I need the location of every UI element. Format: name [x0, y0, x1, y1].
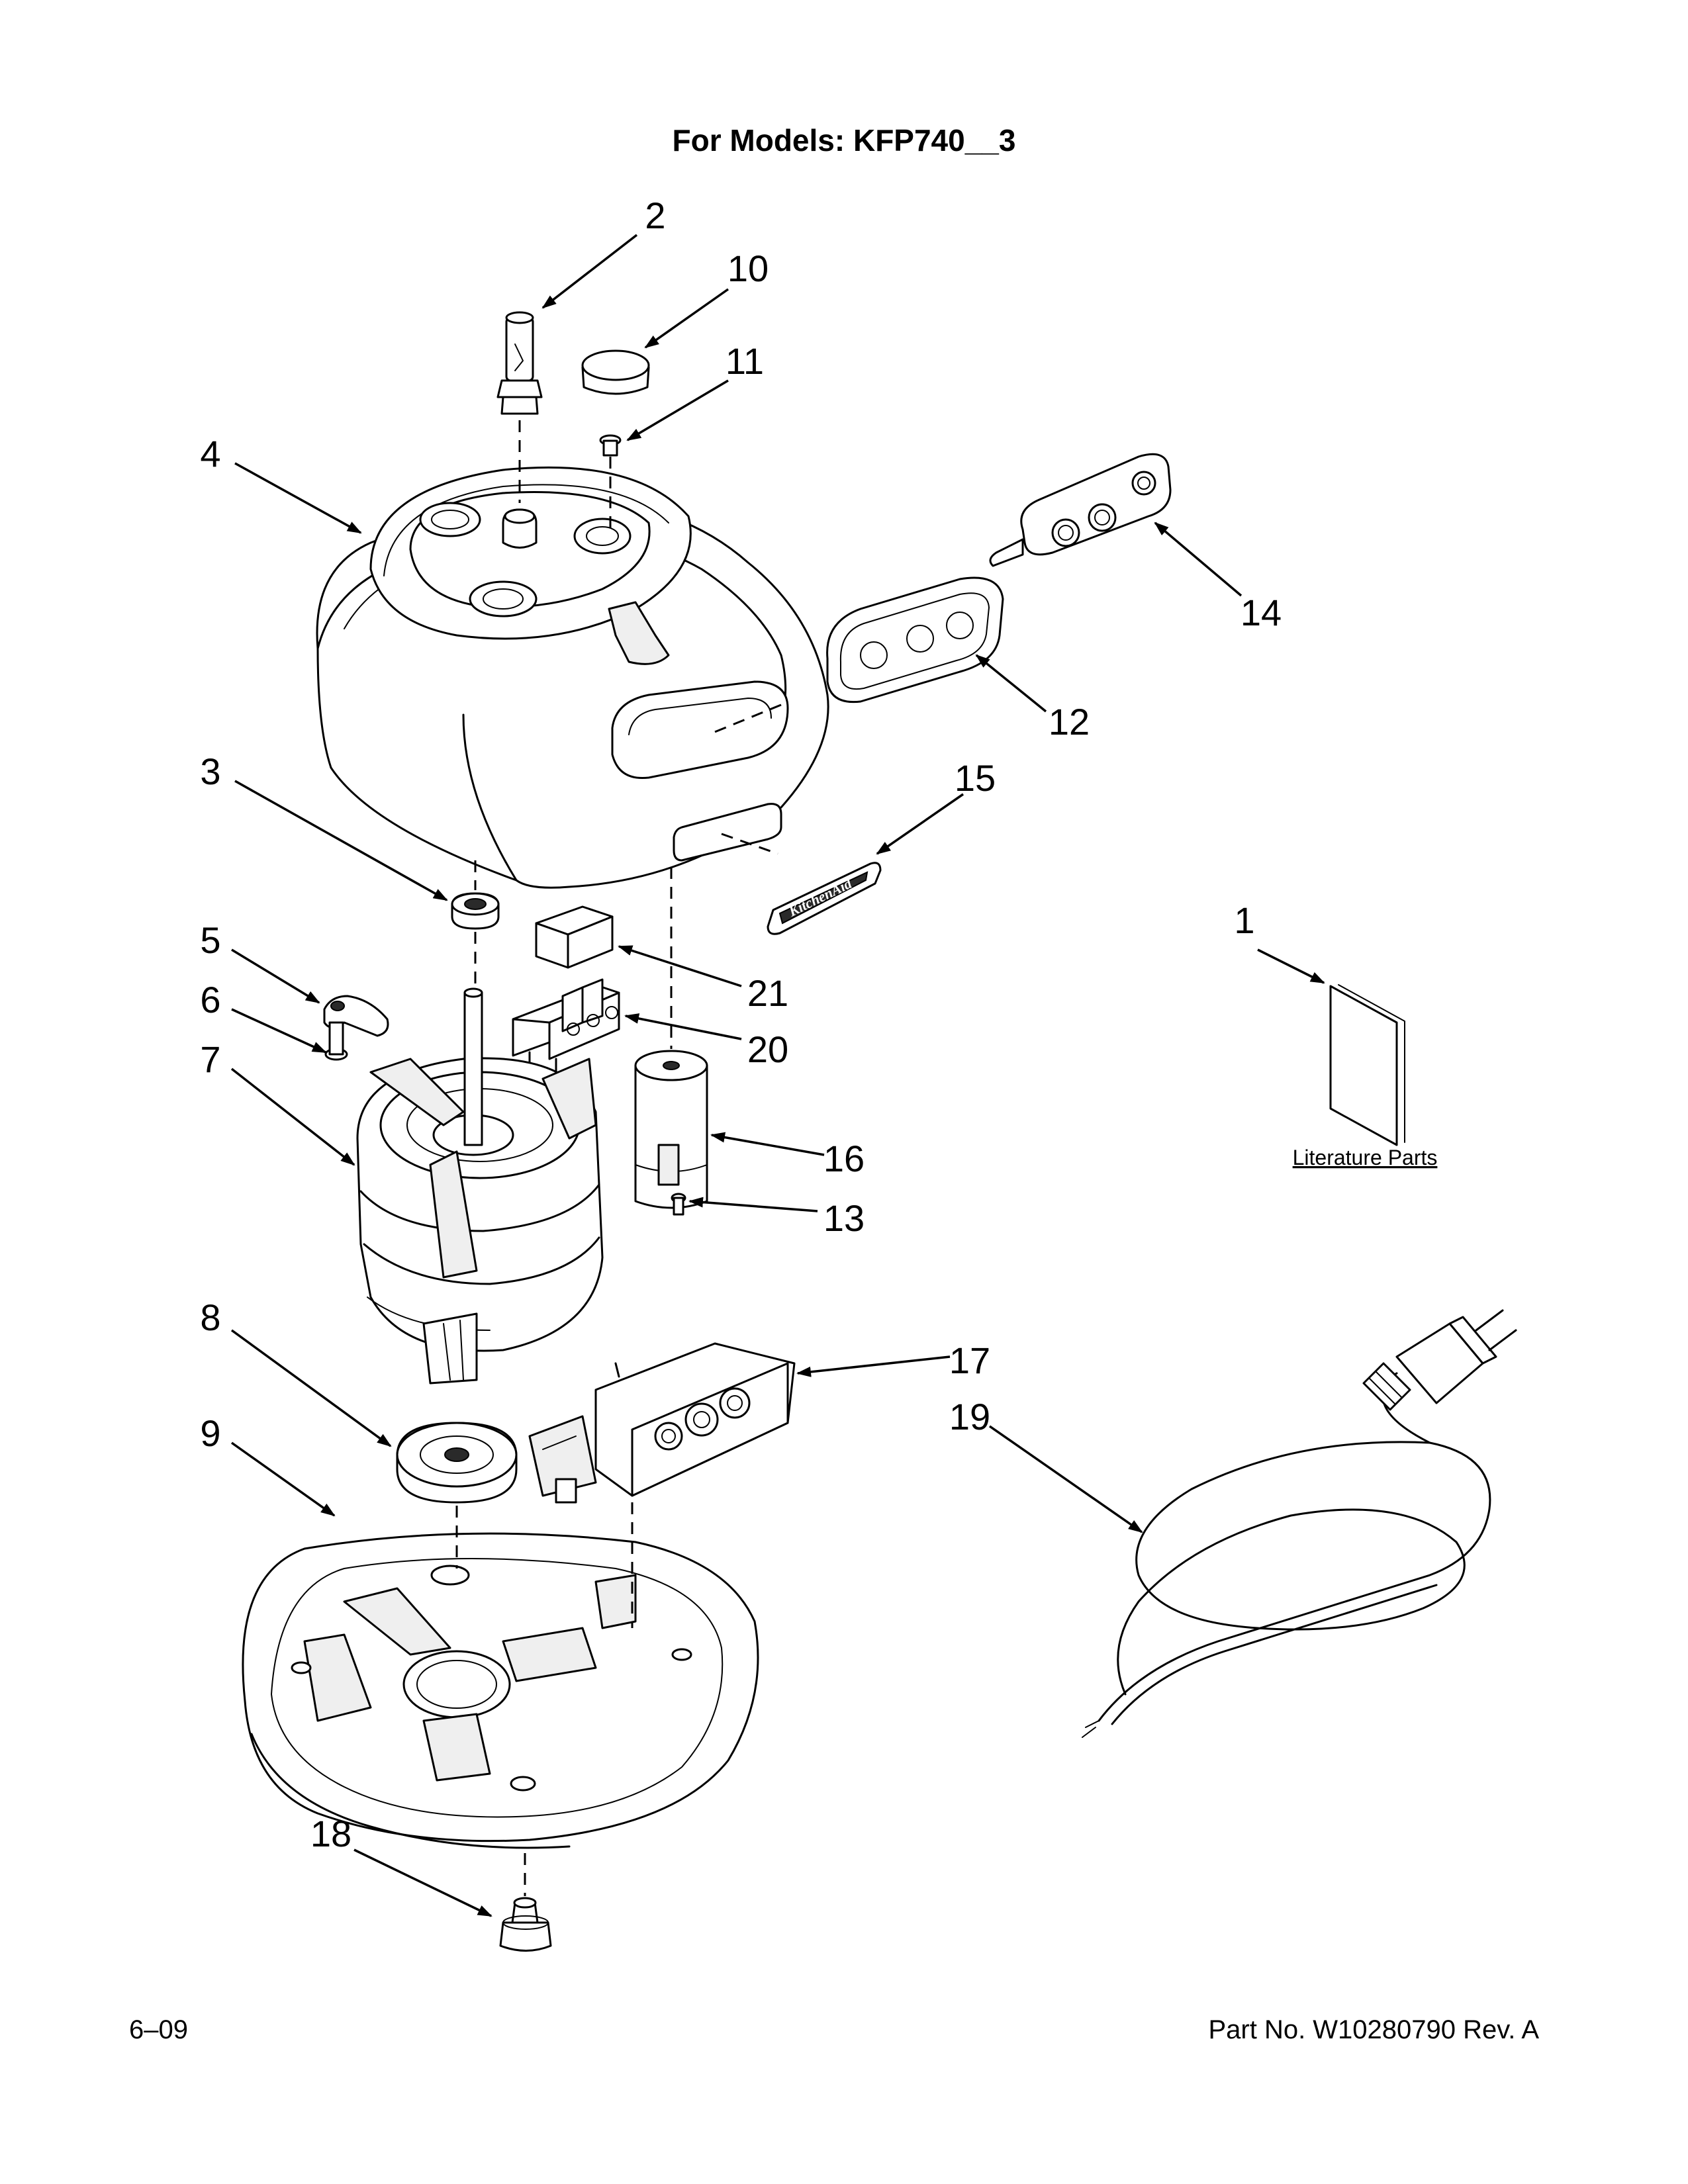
part-4-housing — [316, 466, 829, 889]
part-11-screw — [599, 434, 622, 457]
leader-lines — [230, 234, 1325, 1917]
part-1-literature — [1329, 984, 1405, 1146]
callout-6: 6 — [200, 979, 220, 1021]
callout-7: 7 — [200, 1038, 220, 1080]
footer-date: 6–09 — [129, 2015, 188, 2044]
part-6-screw — [324, 1021, 348, 1061]
part-2-drive-coupler — [496, 311, 543, 415]
callout-21: 21 — [747, 972, 788, 1014]
callout-13: 13 — [823, 1197, 865, 1239]
callout-numbers: 2 10 11 4 14 12 15 3 1 21 5 20 6 7 16 13… — [200, 195, 1282, 1854]
part-20-terminal-block — [512, 978, 620, 1080]
part-12-gasket — [826, 576, 1004, 704]
part-10-cap — [581, 349, 650, 395]
callout-4: 4 — [200, 433, 220, 475]
part-17-switch-assembly — [528, 1342, 796, 1504]
callout-3: 3 — [200, 751, 220, 792]
callout-9: 9 — [200, 1412, 220, 1454]
part-18-foot — [499, 1897, 552, 1952]
callout-1: 1 — [1234, 899, 1254, 941]
part-3-seal — [451, 892, 500, 930]
callout-15: 15 — [955, 757, 996, 799]
callout-8: 8 — [200, 1297, 220, 1338]
footer-part-number: Part No. W10280790 Rev. A — [1208, 2015, 1539, 2044]
callout-10: 10 — [727, 248, 769, 289]
part-14-switch-membrane — [989, 453, 1172, 567]
callout-12: 12 — [1049, 701, 1090, 743]
callout-19: 19 — [949, 1396, 990, 1437]
callout-11: 11 — [726, 340, 764, 382]
callout-16: 16 — [823, 1138, 865, 1179]
part-8-damper — [396, 1422, 518, 1504]
part-16-capacitor — [634, 1050, 708, 1209]
part-15-badge — [767, 862, 882, 935]
part-7-motor — [356, 987, 604, 1385]
callout-17: 17 — [949, 1340, 990, 1381]
literature-parts-label: Literature Parts — [1293, 1146, 1438, 1169]
callout-18: 18 — [310, 1813, 352, 1854]
callout-2: 2 — [645, 195, 665, 236]
part-9-base — [242, 1532, 759, 1849]
part-13-capacitor-screw — [671, 1193, 686, 1216]
callout-5: 5 — [200, 919, 220, 961]
part-21-cover — [535, 905, 614, 969]
alignment-lines — [455, 420, 782, 1896]
part-19-power-cord — [1082, 1309, 1517, 1738]
callout-20: 20 — [747, 1028, 788, 1070]
callout-14: 14 — [1241, 592, 1282, 633]
page-title: For Models: KFP740__3 — [673, 123, 1016, 158]
